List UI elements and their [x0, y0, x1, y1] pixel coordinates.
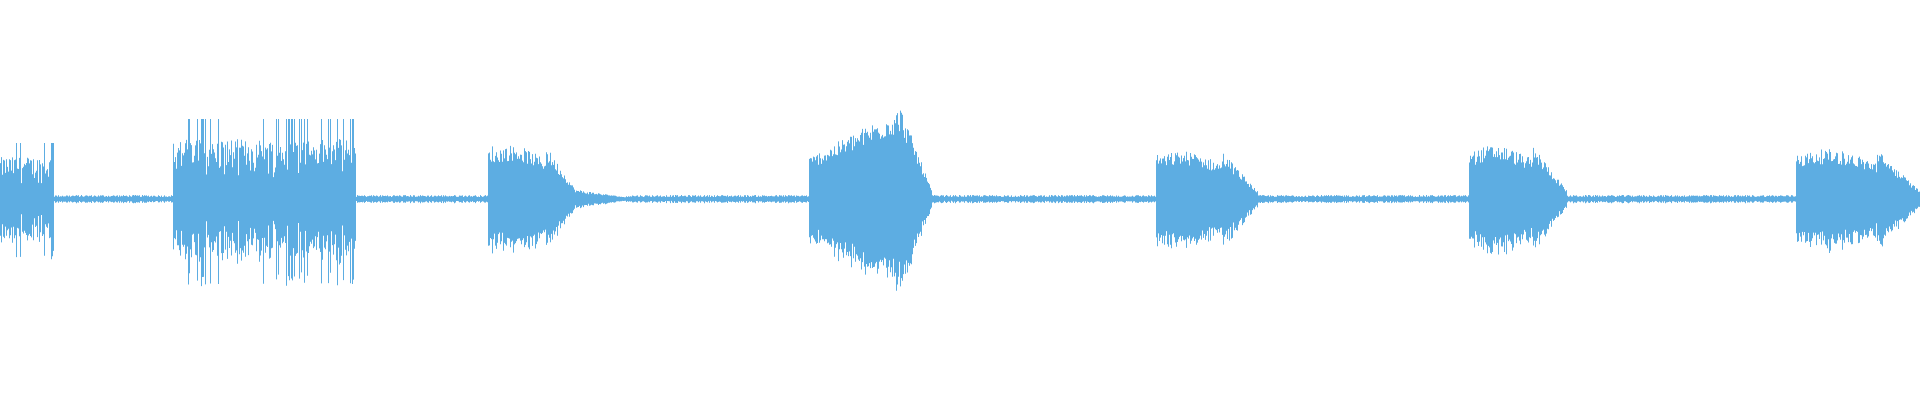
- waveform-path: [0, 110, 1920, 291]
